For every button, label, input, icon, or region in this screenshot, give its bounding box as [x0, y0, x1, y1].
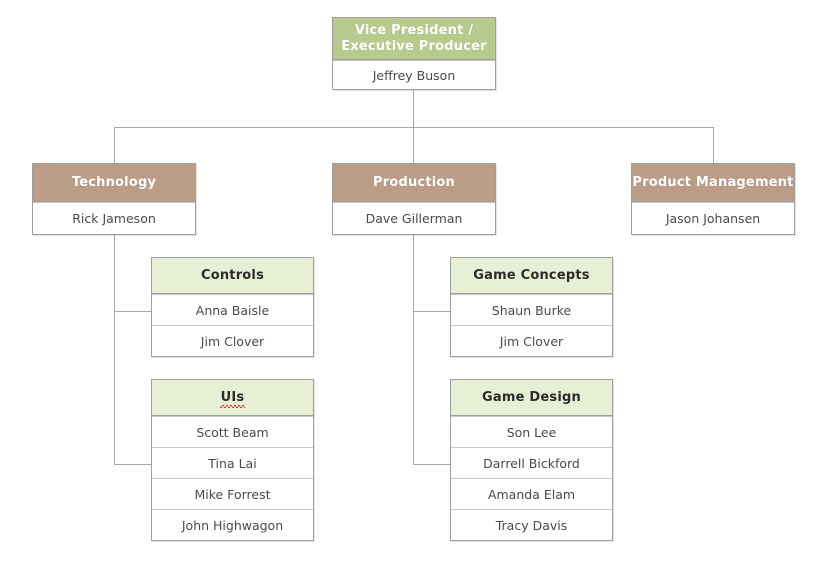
node-product-management-header: Product Management: [632, 164, 794, 202]
connector-bus-to-technology: [114, 127, 115, 163]
node-game-design-member[interactable]: Tracy Davis: [451, 509, 612, 540]
node-game-concepts-member[interactable]: Jim Clover: [451, 325, 612, 356]
node-technology-member[interactable]: Rick Jameson: [33, 202, 195, 234]
node-executive[interactable]: Vice President / Executive Producer Jeff…: [332, 17, 496, 90]
node-game-design-title: Game Design: [482, 389, 581, 405]
node-game-design-member[interactable]: Son Lee: [451, 416, 612, 447]
node-game-design-member[interactable]: Amanda Elam: [451, 478, 612, 509]
connector-bus-to-production: [413, 127, 414, 163]
connector-technology-trunk: [114, 234, 115, 465]
node-executive-member[interactable]: Jeffrey Buson: [333, 60, 495, 89]
node-executive-title-line-2: Executive Producer: [341, 38, 487, 54]
connector-production-trunk: [413, 234, 414, 465]
node-technology-header: Technology: [33, 164, 195, 202]
node-game-design[interactable]: Game Design Son Lee Darrell Bickford Ama…: [450, 379, 613, 541]
node-controls-title: Controls: [200, 267, 265, 283]
connector-bus-to-product-management: [713, 127, 714, 163]
node-product-management[interactable]: Product Management Jason Johansen: [631, 163, 795, 235]
node-game-design-member[interactable]: Darrell Bickford: [451, 447, 612, 478]
node-uis-member[interactable]: Scott Beam: [152, 416, 313, 447]
node-uis-member[interactable]: Tina Lai: [152, 447, 313, 478]
node-executive-title-line-1: Vice President /: [354, 23, 474, 39]
node-game-concepts-title: Game Concepts: [473, 267, 590, 283]
node-product-management-member[interactable]: Jason Johansen: [632, 202, 794, 234]
node-controls-member[interactable]: Anna Baisle: [152, 294, 313, 325]
node-uis-header: UIs: [152, 380, 313, 416]
node-production-header: Production: [333, 164, 495, 202]
node-game-concepts-member[interactable]: Shaun Burke: [451, 294, 612, 325]
node-uis-member[interactable]: Mike Forrest: [152, 478, 313, 509]
node-uis-title: UIs: [219, 389, 246, 409]
node-controls-member[interactable]: Jim Clover: [152, 325, 313, 356]
connector-production-to-game-concepts: [413, 311, 450, 312]
connector-department-bus: [114, 127, 714, 128]
node-production-member[interactable]: Dave Gillerman: [333, 202, 495, 234]
node-controls-header: Controls: [152, 258, 313, 294]
node-uis-member[interactable]: John Highwagon: [152, 509, 313, 540]
connector-technology-to-controls: [114, 311, 151, 312]
node-game-concepts[interactable]: Game Concepts Shaun Burke Jim Clover: [450, 257, 613, 357]
node-technology[interactable]: Technology Rick Jameson: [32, 163, 196, 235]
node-uis[interactable]: UIs Scott Beam Tina Lai Mike Forrest Joh…: [151, 379, 314, 541]
connector-technology-to-uis: [114, 464, 151, 465]
node-controls[interactable]: Controls Anna Baisle Jim Clover: [151, 257, 314, 357]
connector-production-to-game-design: [413, 464, 450, 465]
node-executive-header: Vice President / Executive Producer: [333, 18, 495, 60]
node-game-design-header: Game Design: [451, 380, 612, 416]
node-game-concepts-header: Game Concepts: [451, 258, 612, 294]
connector-exec-down: [413, 88, 414, 127]
node-production[interactable]: Production Dave Gillerman: [332, 163, 496, 235]
